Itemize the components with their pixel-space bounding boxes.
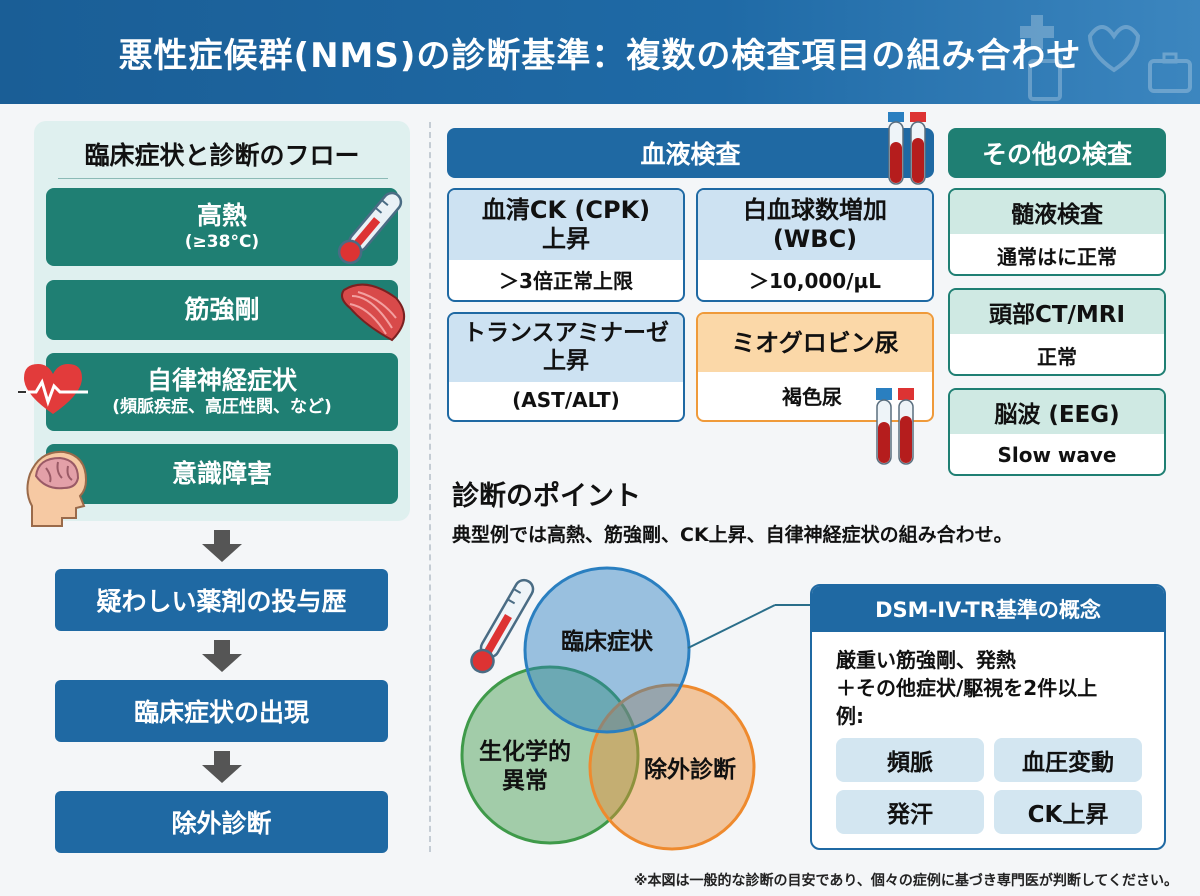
blood-tube-icon	[888, 112, 926, 185]
dsm-line: 厳重い筋強剛、発熱	[836, 648, 1016, 672]
thermometer-icon	[470, 578, 535, 674]
test-wbc: 白血球数増加 (WBC) ＞10,000/µL	[696, 188, 934, 302]
test-value: Slow wave	[997, 443, 1117, 467]
test-name: ミオグロビン尿	[731, 328, 899, 357]
test-value: (AST/ALT)	[512, 388, 620, 412]
footnote: ※本図は一般的な診断の目安であり、個々の症例に基づき専門医が判断してください。	[633, 873, 1178, 889]
symptom-label: 高熱	[196, 200, 247, 230]
symptom-high-fever: 高熱 (≥38°C)	[46, 188, 398, 266]
test-value: ＞3倍正常上限	[499, 268, 633, 293]
medical-decoration-icon	[1020, 15, 1192, 101]
page-title: 悪性症候群(NMS)の診断基準：複数の検査項目の組み合わせ	[118, 35, 1082, 76]
head-brain-icon	[26, 450, 88, 527]
test-name-line2: 上昇	[542, 225, 590, 253]
down-arrow-icon	[202, 640, 242, 672]
test-name-line2: 上昇	[543, 348, 589, 374]
test-name-line2: (WBC)	[772, 225, 858, 253]
flow-heading: 臨床症状と診断のフロー	[84, 141, 360, 170]
test-value: 正常	[1037, 344, 1077, 369]
venn-label-biochemical: 生化学的 異常	[479, 739, 571, 794]
symptom-label: 筋強剛	[184, 295, 260, 324]
test-value: ＞10,000/µL	[749, 268, 881, 293]
test-eeg: 脳波 (EEG) Slow wave	[948, 388, 1166, 476]
points-text: 典型例では高熱、筋強剛、CK上昇、自律神経症状の組み合わせ。	[452, 524, 1013, 546]
test-transaminase: トランスアミナーゼ 上昇 (AST/ALT)	[447, 312, 685, 422]
venn-circle-exclusion	[588, 683, 756, 851]
test-name: トランスアミナーゼ	[462, 320, 670, 347]
blood-tube-icon	[876, 388, 914, 465]
test-csf: 髄液検査 通常はに正常	[948, 188, 1166, 276]
symptom-muscle-rigidity: 筋強剛	[46, 280, 398, 340]
header-banner	[0, 0, 1200, 104]
test-head-ct-mri: 頭部CT/MRI 正常	[948, 288, 1166, 376]
heart-pulse-icon	[18, 364, 88, 414]
symptom-label: 意識障害	[171, 459, 272, 488]
symptom-autonomic: 自律神経症状 (頻脈疾症、高圧性関、など)	[46, 353, 398, 431]
down-arrow-icon	[202, 751, 242, 783]
symptom-sublabel: (頻脈疾症、高圧性関、など)	[112, 396, 332, 417]
venn-diagram	[460, 566, 810, 851]
test-name: 血清CK (CPK)	[481, 196, 651, 225]
muscle-icon	[341, 283, 405, 342]
venn-circle-biochemical	[460, 665, 640, 845]
column-divider	[429, 122, 431, 852]
venn-label-clinical: 臨床症状	[561, 629, 653, 655]
venn-label-exclusion: 除外診断	[644, 757, 736, 783]
test-value: 褐色尿	[782, 384, 842, 409]
symptom-label: 自律神経症状	[146, 365, 297, 395]
dsm-line: 例:	[836, 704, 864, 728]
test-name: 髄液検査	[950, 190, 1164, 234]
dsm-title: DSM-IV-TR基準の概念	[812, 586, 1164, 632]
venn-circle-clinical	[523, 566, 691, 734]
symptom-sublabel: (≥38°C)	[184, 231, 260, 252]
symptom-consciousness: 意識障害	[46, 444, 398, 504]
dsm-criteria-box: DSM-IV-TR基準の概念 厳重い筋強剛、発熱 ＋その他症状/駆視を2件以上 …	[810, 584, 1166, 850]
test-myoglobinuria: ミオグロビン尿 褐色尿	[696, 312, 934, 422]
dsm-chip-bp-change: 血圧変動	[994, 738, 1142, 782]
points-heading: 診断のポイント	[452, 481, 641, 512]
dsm-line: ＋その他症状/駆視を2件以上	[836, 676, 1098, 700]
thermometer-icon	[337, 191, 403, 265]
blood-test-header: 血液検査	[447, 128, 934, 178]
venn-connector	[687, 604, 776, 649]
step-exclusion-diagnosis: 除外診断	[55, 791, 388, 853]
down-arrow-icon	[202, 530, 242, 562]
other-test-header: その他の検査	[948, 128, 1166, 178]
test-name: 脳波 (EEG)	[950, 390, 1164, 434]
step-drug-history: 疑わしい薬剤の投与歴	[55, 569, 388, 631]
step-symptom-onset: 臨床症状の出現	[55, 680, 388, 742]
test-value: 通常はに正常	[997, 244, 1117, 269]
test-name: 頭部CT/MRI	[950, 290, 1164, 334]
dsm-chip-tachycardia: 頻脈	[836, 738, 984, 782]
test-serum-ck: 血清CK (CPK) 上昇 ＞3倍正常上限	[447, 188, 685, 302]
dsm-chip-sweating: 発汗	[836, 790, 984, 834]
test-name: 白血球数増加	[743, 196, 887, 225]
heading-divider	[58, 178, 388, 179]
dsm-chip-ck-elevation: CK上昇	[994, 790, 1142, 834]
